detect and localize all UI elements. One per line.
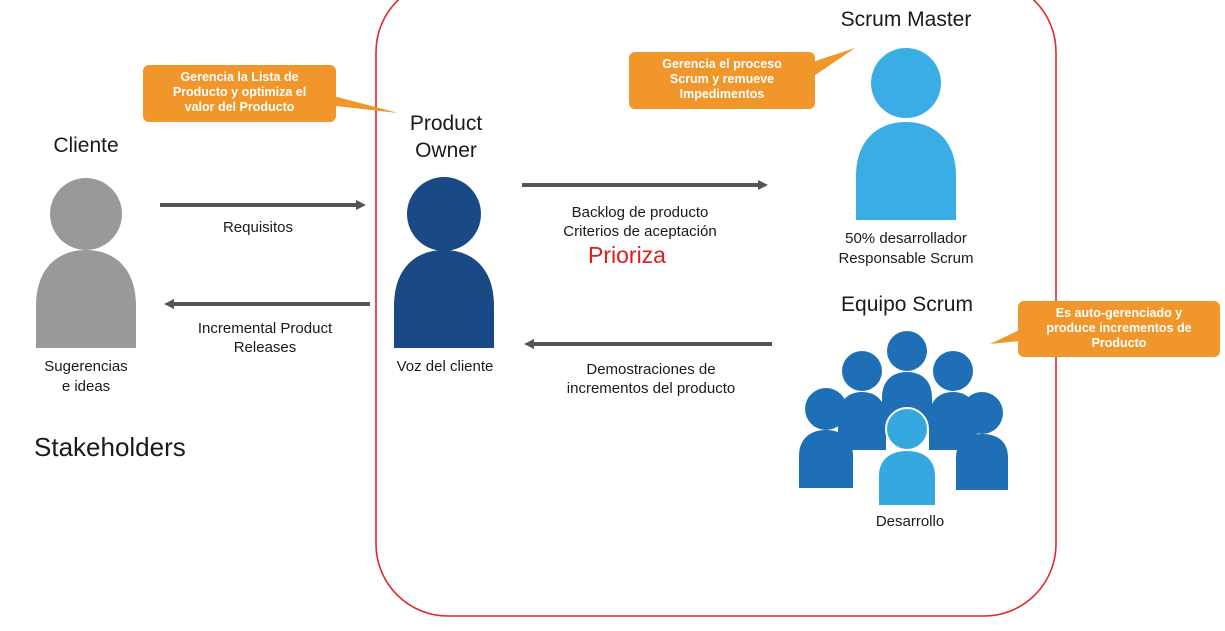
team-member-front-center	[877, 407, 937, 507]
flow-backlog-line2: Criterios de aceptación	[563, 223, 717, 240]
equipo-scrum-subtitle: Desarrollo	[875, 513, 945, 530]
flow-backlog-line1: Backlog de producto	[571, 204, 709, 221]
flow-requisitos-label: Requisitos	[222, 219, 294, 236]
cliente-person-icon	[36, 178, 136, 348]
callout-sm-text: Gerencia el proceso Scrum y remueve Impe…	[629, 57, 815, 102]
product-owner-title-line2: Owner	[415, 139, 477, 162]
product-owner-person-icon	[394, 177, 494, 348]
cliente-title: Cliente	[53, 134, 119, 157]
callout-sm-bubble	[629, 48, 855, 109]
callout-po-line2: Producto y optimiza el	[172, 85, 307, 99]
callout-team-line2: produce incrementos de	[1046, 321, 1192, 335]
flow-demos-line1: Demostraciones de	[586, 361, 716, 378]
flow-releases-line1: Incremental Product	[197, 320, 333, 337]
callout-po-line1: Gerencia la Lista de	[180, 70, 299, 84]
scrum-master-person-icon	[856, 48, 956, 220]
scrum-team-group-icon	[799, 331, 1008, 507]
team-member-front-left	[799, 388, 853, 488]
cliente-subtitle-line1: Sugerencias	[44, 358, 128, 375]
callout-team-line1: Es auto-gerenciado y	[1055, 306, 1183, 320]
stakeholders-label: Stakeholders	[34, 432, 186, 462]
callout-team-line3: Producto	[1091, 336, 1147, 350]
scrum-master-subtitle-line1: 50% desarrollador	[845, 230, 967, 247]
callout-team-text: Es auto-gerenciado y produce incrementos…	[1018, 306, 1220, 351]
team-member-front-right	[956, 392, 1008, 490]
callout-po-line3: valor del Producto	[184, 100, 295, 114]
team-member-back-left	[838, 351, 886, 450]
callout-team-bubble	[990, 301, 1220, 357]
callout-sm-line2: Scrum y remueve	[669, 72, 775, 86]
cliente-subtitle-line2: e ideas	[61, 378, 111, 395]
product-owner-subtitle: Voz del cliente	[396, 358, 494, 375]
scrum-master-subtitle-line2: Responsable Scrum	[838, 250, 974, 267]
callout-po-text: Gerencia la Lista de Producto y optimiza…	[143, 70, 336, 115]
product-owner-title-line1: Product	[409, 112, 483, 135]
callout-sm-line3: Impedimentos	[679, 87, 765, 101]
flow-releases-label: Incremental Product Releases	[170, 319, 360, 357]
flow-releases-line2: Releases	[233, 339, 297, 356]
callout-po-bubble	[143, 65, 398, 122]
flow-backlog-label: Backlog de producto Criterios de aceptac…	[530, 203, 750, 241]
cliente-subtitle: Sugerencias e ideas	[26, 357, 146, 397]
flow-demos-label: Demostraciones de incrementos del produc…	[540, 360, 762, 398]
callout-sm-line1: Gerencia el proceso	[662, 57, 782, 71]
scrum-master-title: Scrum Master	[840, 8, 972, 31]
scrum-master-subtitle: 50% desarrollador Responsable Scrum	[816, 229, 996, 269]
equipo-scrum-title: Equipo Scrum	[841, 293, 973, 316]
scrum-team-boundary	[375, 0, 1057, 617]
product-owner-title: Product Owner	[384, 110, 508, 164]
flow-prioriza-label: Prioriza	[588, 242, 666, 268]
flow-demos-line2: incrementos del producto	[566, 380, 736, 397]
